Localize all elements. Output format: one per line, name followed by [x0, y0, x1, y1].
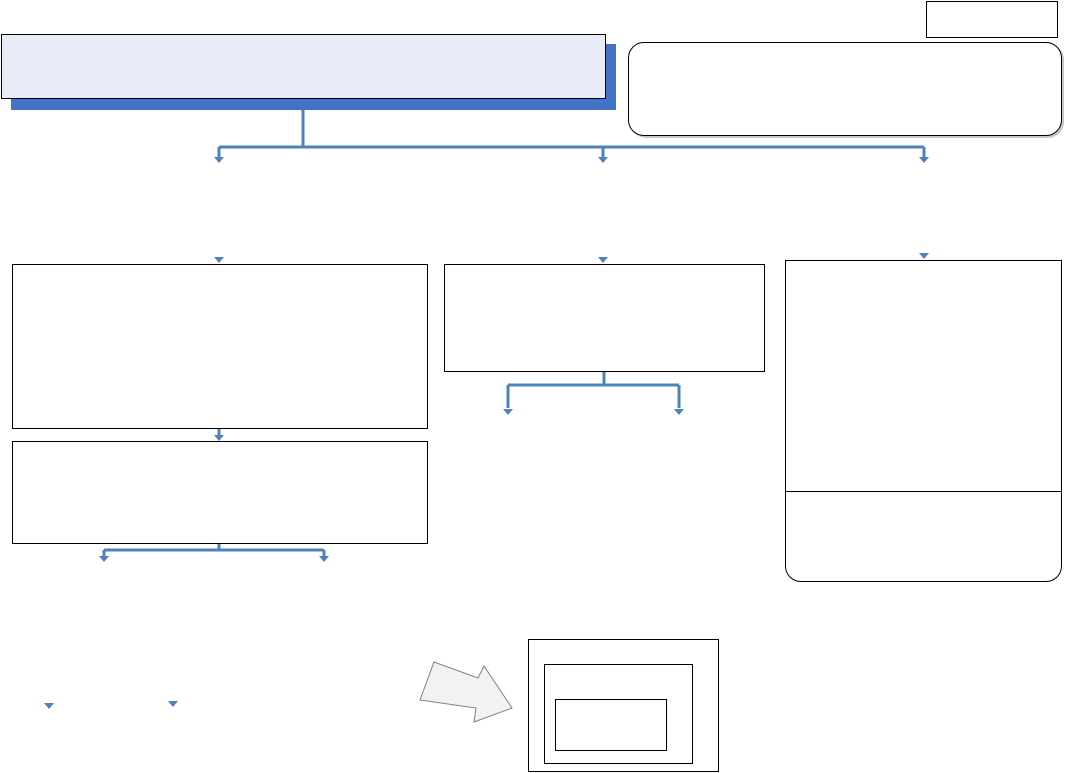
- connector-branch1-drop-arrowhead: [214, 157, 224, 163]
- branch3-head-arrowhead: [919, 253, 929, 259]
- block-arrow: [419, 661, 513, 723]
- bottom-left-item1-arrowhead: [44, 703, 54, 709]
- branch3-divider: [785, 491, 1062, 492]
- branch2-box1: [444, 264, 765, 372]
- branch3-box2: [786, 493, 1061, 579]
- connector-branch2-drop-arrowhead: [598, 157, 608, 163]
- branch2-head-arrowhead: [598, 257, 608, 263]
- branch3-box1: [792, 265, 1055, 489]
- branch1-child2-arrowhead: [319, 556, 329, 562]
- branch1-box2: [12, 441, 428, 544]
- corner-label-box: [926, 1, 1058, 38]
- connector-branch3-drop-arrowhead: [919, 157, 929, 163]
- branch3-box: [785, 260, 1062, 582]
- branch1-head-arrowhead: [214, 257, 224, 263]
- branch1-child1-arrowhead: [99, 556, 109, 562]
- branch1-box1: [12, 264, 428, 429]
- nested-inner-box: [555, 699, 667, 751]
- block-arrow-shape: [419, 661, 513, 723]
- note-box: [628, 42, 1062, 136]
- branch2-child2-arrowhead: [674, 409, 684, 415]
- bottom-left-item2-arrowhead: [168, 701, 178, 707]
- branch1-inner-arrowhead: [214, 435, 224, 441]
- branch2-child1-arrowhead: [503, 409, 513, 415]
- title-box: [1, 34, 606, 99]
